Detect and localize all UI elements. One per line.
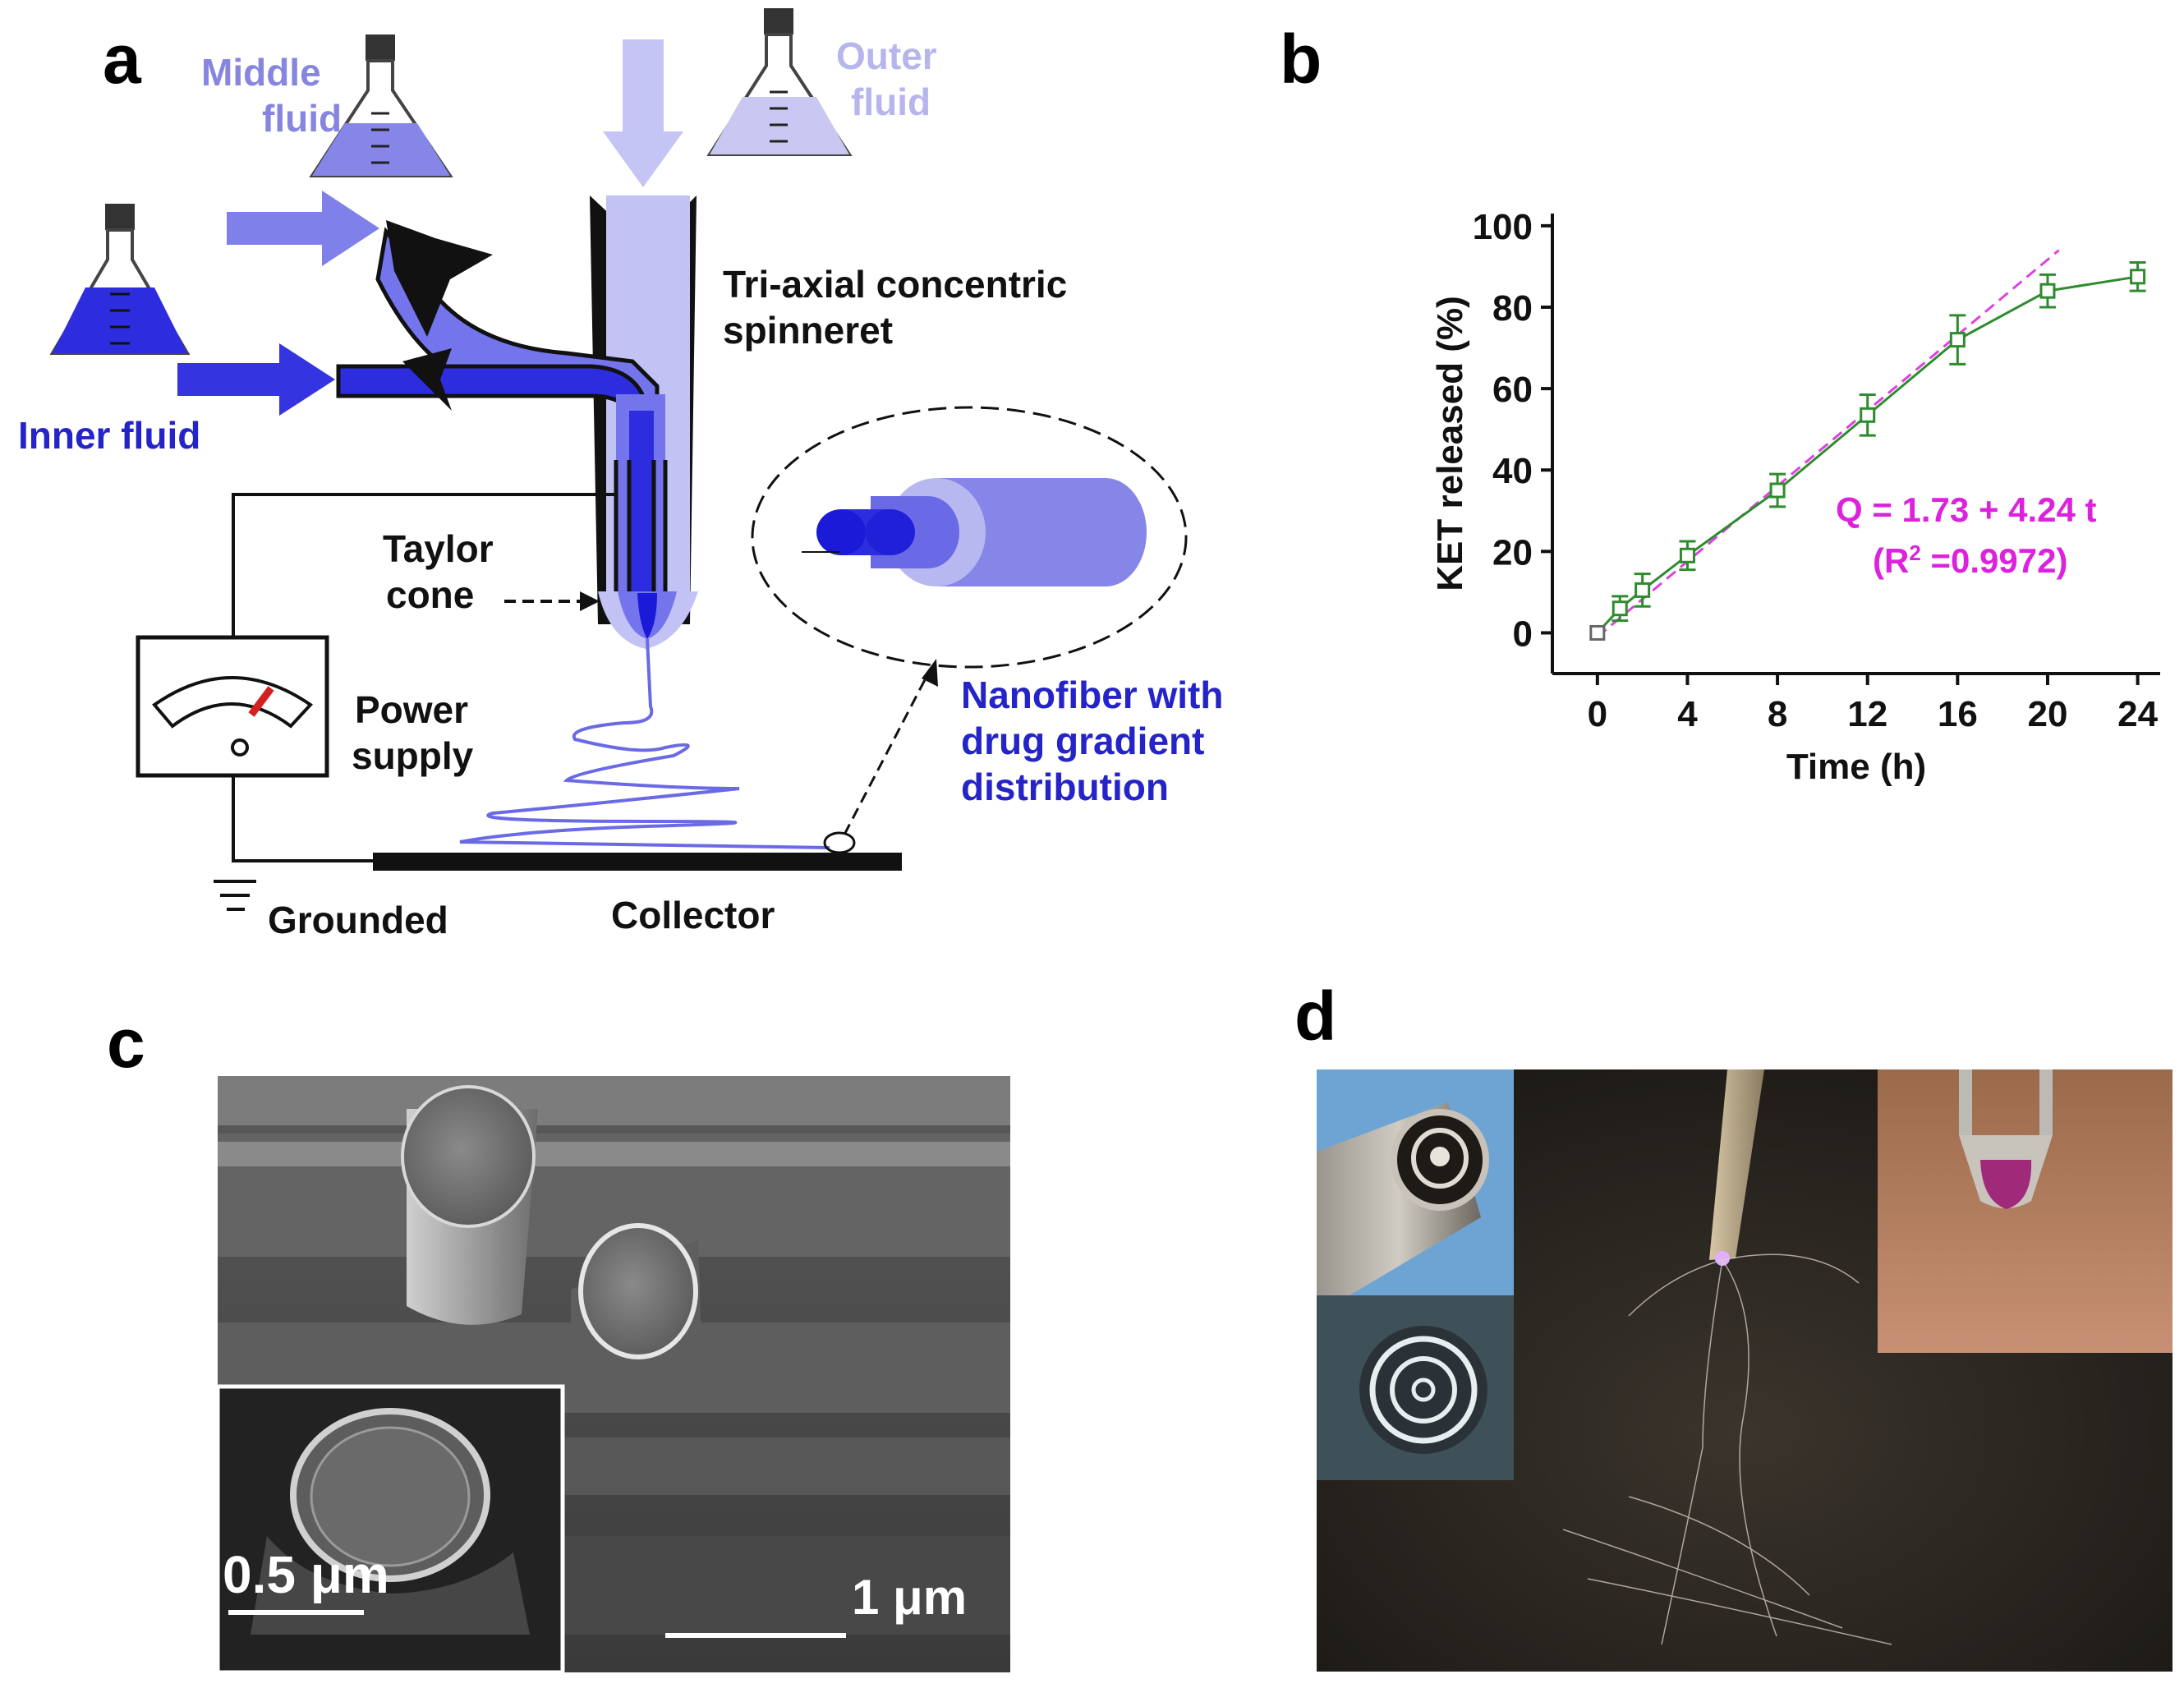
taylor-cone-arrowhead-icon (580, 591, 600, 611)
collector-label: Collector (611, 894, 775, 936)
middle-fluid-flask-icon (309, 34, 453, 177)
panel-label-d: d (1294, 977, 1337, 1055)
data-point (2039, 283, 2056, 299)
inner-fluid-arrow-icon (177, 343, 335, 416)
scale-bar-inset-label: 0.5 μm (223, 1545, 389, 1604)
fit-equation: Q = 1.73 + 4.24 t (1836, 490, 2097, 529)
zoom-dashed-arrow (843, 673, 930, 835)
x-axis-label: Time (h) (1786, 747, 1926, 787)
data-point (1679, 547, 1695, 563)
data-point (1612, 600, 1628, 617)
y-tick-label: 20 (1492, 532, 1533, 573)
fit-line (1596, 249, 2060, 638)
power-supply-label: Power supply (352, 688, 474, 778)
inner-fluid-flask-icon (49, 204, 191, 355)
zoom-arrowhead-icon (922, 659, 938, 687)
x-tick-label: 0 (1588, 694, 1607, 734)
x-tick-label: 24 (2117, 694, 2158, 734)
panel-label-a: a (103, 21, 141, 98)
collector-plate (373, 853, 902, 871)
schematic-diagram (49, 8, 1188, 911)
outer-fluid-label: Outer fluid (836, 34, 937, 124)
ground-symbol-icon (214, 880, 256, 911)
y-tick-label: 0 (1513, 614, 1533, 654)
x-tick-label: 4 (1677, 694, 1698, 734)
outer-fluid-flask-icon (706, 8, 853, 156)
middle-fluid-arrow-icon (227, 191, 379, 266)
grounded-label: Grounded (268, 899, 448, 941)
y-tick-label: 40 (1492, 451, 1533, 491)
x-tick-label: 8 (1768, 694, 1787, 734)
panel-label-b: b (1280, 21, 1322, 98)
nanofiber-label: Nanofiber with drug gradient distributio… (961, 674, 1224, 809)
data-point (1635, 582, 1651, 598)
x-tick-label: 16 (1938, 694, 1978, 734)
data-point (1769, 482, 1786, 499)
data-point (2130, 269, 2146, 285)
middle-fluid-label: Middle fluid (201, 51, 343, 140)
y-tick-label: 60 (1492, 370, 1533, 410)
y-tick-label: 80 (1492, 288, 1533, 329)
taylor-cone-label: Taylor cone (383, 527, 494, 617)
power-supply-meter-icon (136, 635, 329, 778)
x-tick-label: 20 (2027, 694, 2067, 734)
outer-fluid-arrow-icon (603, 39, 683, 187)
sem-image: 0.5 μm 1 μm (218, 1076, 1010, 1672)
zoom-ellipse (751, 406, 1188, 669)
electrospun-jet (459, 638, 830, 849)
data-point (1860, 407, 1876, 423)
y-axis-label: KET released (%) (1430, 296, 1470, 591)
spinning-photo (1317, 1069, 2173, 1672)
panel-label-c: c (107, 1005, 145, 1082)
fit-r-squared: (R2 =0.9972) (1873, 540, 2067, 580)
collector-zoom-circle (823, 831, 856, 854)
data-point (1949, 332, 1966, 348)
scale-bar-main-label: 1 μm (852, 1570, 968, 1625)
x-tick-label: 12 (1847, 694, 1887, 734)
inner-fluid-label: Inner fluid (18, 414, 201, 457)
y-tick-label: 100 (1473, 207, 1533, 247)
tri-axial-spinneret (336, 195, 698, 649)
spinneret-label: Tri-axial concentric spinneret (723, 263, 1068, 352)
data-point (1589, 624, 1606, 641)
nanofiber-cross-section (802, 478, 1147, 586)
